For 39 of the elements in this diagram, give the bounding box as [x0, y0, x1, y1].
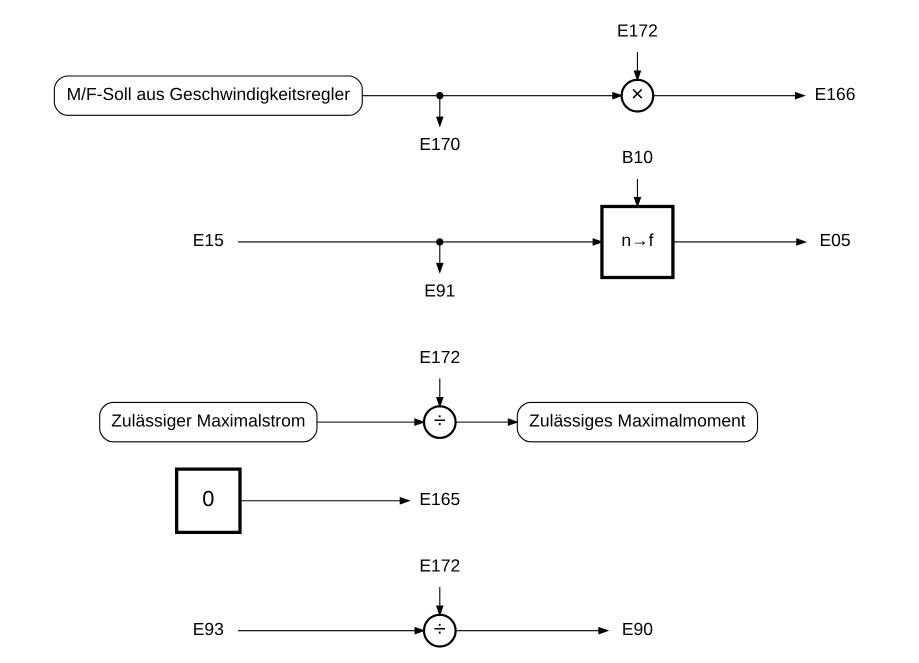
node-circle: ×: [620, 78, 654, 113]
node-text: E91: [424, 280, 455, 300]
connector: [238, 241, 436, 242]
arrow: [653, 92, 806, 100]
node-dot: [436, 238, 443, 246]
arrow: [240, 496, 410, 505]
node-text: E172: [418, 555, 460, 576]
node-box: M/F-Soll aus Geschwindigkeitsregler: [53, 75, 362, 116]
node-text: E165: [418, 488, 460, 509]
arrow: [316, 418, 425, 426]
arrow: [633, 178, 641, 208]
node-text: E05: [819, 230, 850, 250]
connector: [362, 95, 436, 96]
arrow: [633, 52, 641, 82]
arrow: [435, 245, 444, 274]
arrow: [455, 626, 609, 634]
node-text: E172: [616, 20, 658, 40]
node-text: E93: [192, 618, 224, 639]
node-text: E15: [192, 230, 224, 250]
node-text: E90: [621, 618, 652, 639]
node-box: Zulässiger Maximalstrom: [98, 402, 317, 442]
arrow: [238, 626, 425, 634]
arrow: [455, 418, 518, 426]
node-text: E166: [814, 84, 855, 104]
node-text: E170: [418, 134, 460, 154]
arrow: [435, 98, 444, 128]
node-text: E172: [418, 346, 460, 367]
arrow: [442, 92, 623, 100]
node-text: B10: [621, 147, 652, 168]
arrow: [442, 238, 604, 246]
arrow: [672, 238, 807, 246]
arrow: [435, 587, 444, 616]
node-box: Zulässiges Maximalmoment: [516, 402, 758, 442]
node-circle: ÷: [422, 614, 456, 648]
node-circle: ÷: [422, 405, 456, 440]
node-box: n→f: [600, 204, 674, 280]
arrow: [435, 378, 444, 408]
node-dot: [436, 92, 443, 100]
node-box: 0: [174, 467, 242, 534]
